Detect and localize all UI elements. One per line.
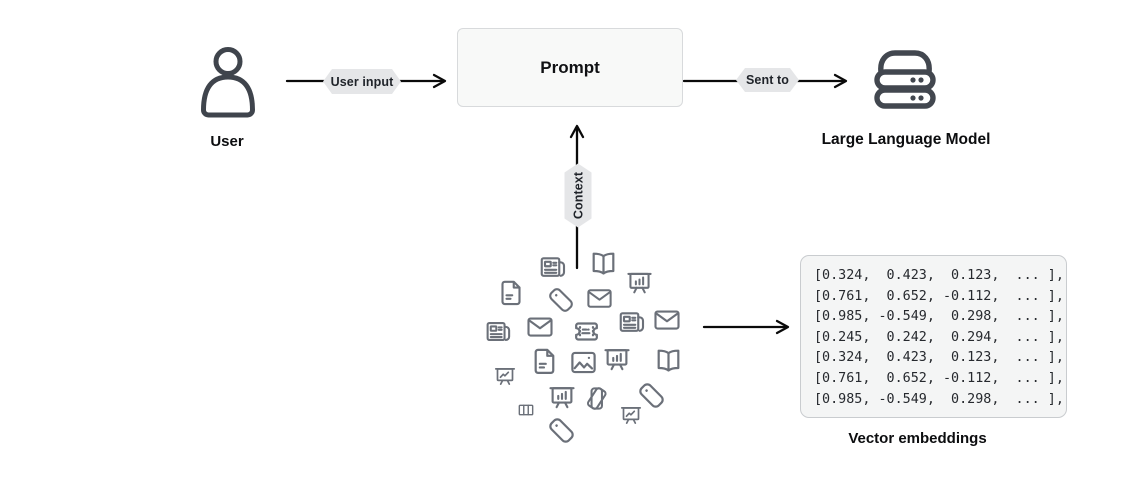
vector-embeddings-label: Vector embeddings xyxy=(848,430,987,447)
embedding-row: [0.985, -0.549, 0.298, ... ], xyxy=(814,391,1064,407)
vector-embeddings-box: [0.324, 0.423, 0.123, ... ], [0.761, 0.6… xyxy=(800,255,1067,418)
llm-server-icon xyxy=(874,50,936,109)
prompt-node: Prompt xyxy=(457,28,683,107)
embedding-row: [0.324, 0.423, 0.123, ... ], xyxy=(814,350,1064,366)
llm-label: Large Language Model xyxy=(821,131,991,148)
context-badge: Context xyxy=(565,164,592,228)
embedding-row: [0.245, 0.242, 0.294, ... ], xyxy=(814,329,1064,345)
embedding-row: [0.761, 0.652, -0.112, ... ], xyxy=(814,288,1064,304)
prompt-title: Prompt xyxy=(540,57,600,77)
embedding-row: [0.324, 0.423, 0.123, ... ], xyxy=(814,268,1064,283)
user-label: User xyxy=(210,133,244,150)
embedding-row: [0.985, -0.549, 0.298, ... ], xyxy=(814,309,1064,325)
arrow-cluster-to-embeddings xyxy=(702,319,790,335)
user-input-badge: User input xyxy=(323,69,401,94)
user-icon xyxy=(201,47,255,118)
embedding-row: [0.761, 0.652, -0.112, ... ], xyxy=(814,370,1064,386)
sent-to-badge: Sent to xyxy=(736,68,799,92)
